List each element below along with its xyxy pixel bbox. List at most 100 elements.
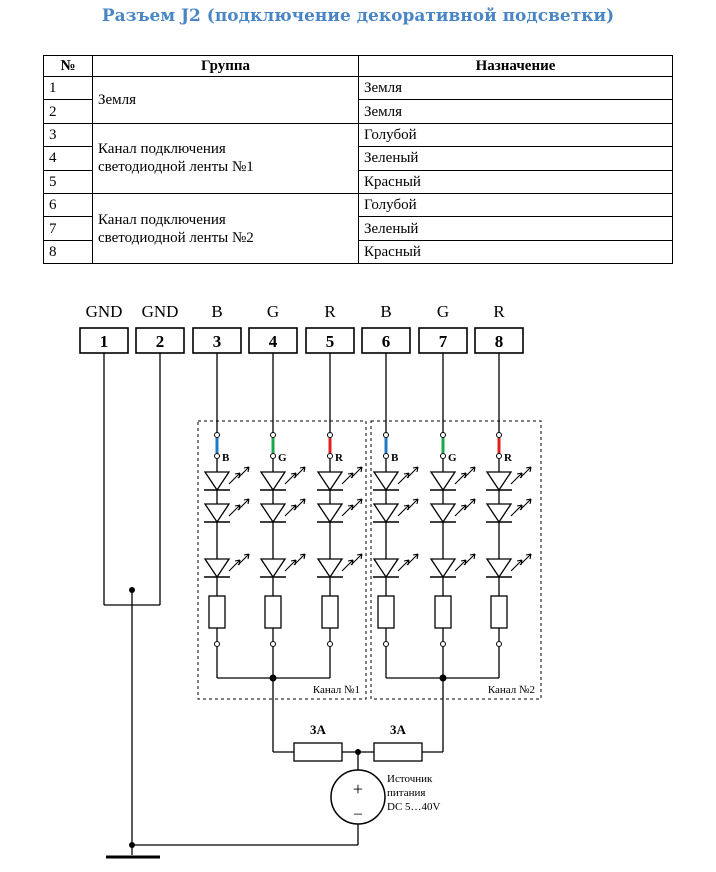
led-diode — [259, 553, 306, 579]
source-label-line2: питания — [387, 787, 425, 799]
pin-purpose: Красный — [358, 239, 673, 265]
group-line1: Канал подключения — [98, 211, 226, 228]
pin-label: R — [493, 302, 505, 321]
plus-sign: + — [353, 779, 363, 799]
terminal — [270, 641, 276, 647]
led-diode — [485, 498, 532, 524]
source-label-line3: DC 5…40V — [387, 801, 441, 813]
led-diode — [259, 466, 306, 492]
pin-box — [474, 327, 524, 354]
pin-purpose: Зеленый — [358, 146, 673, 171]
pin-number: 2 — [43, 99, 93, 124]
led-diode — [316, 498, 363, 524]
pin-number: 6 — [382, 332, 391, 351]
pin-box — [305, 327, 355, 354]
pin-label: GND — [86, 302, 123, 321]
pin-number: 1 — [100, 332, 109, 351]
pin-box — [79, 327, 129, 354]
terminal — [383, 641, 389, 647]
pin-label: R — [324, 302, 336, 321]
pin-purpose: Голубой — [358, 192, 673, 218]
channel-1-label: Канал №1 — [313, 684, 360, 696]
fuse-2 — [373, 742, 423, 762]
pin-number: 3 — [43, 122, 93, 148]
resistor — [208, 595, 226, 629]
led-diode — [203, 466, 250, 492]
led-letter: G — [278, 452, 287, 464]
terminal — [383, 432, 389, 438]
terminal — [496, 641, 502, 647]
led-diode — [372, 466, 419, 492]
pin-box — [248, 327, 298, 354]
fuse-1 — [293, 742, 343, 762]
table-header-row: № Группа Назначение — [43, 55, 673, 77]
pin-number: 2 — [156, 332, 165, 351]
pin-number: 7 — [439, 332, 448, 351]
terminal — [327, 432, 333, 438]
table-row: 1 Земля Земля — [43, 75, 673, 124]
led-letter: R — [335, 452, 344, 464]
channel-1-box — [197, 420, 367, 700]
terminal — [270, 432, 276, 438]
led-diode — [429, 466, 476, 492]
pin-box — [135, 327, 185, 354]
pin-purpose: Красный — [358, 169, 673, 194]
terminal — [214, 453, 220, 459]
resistor — [377, 595, 395, 629]
terminal — [383, 453, 389, 459]
terminal — [496, 432, 502, 438]
table-row: 5 Красный — [43, 169, 673, 194]
terminal — [270, 453, 276, 459]
pin-number: 8 — [43, 239, 93, 265]
led-letter: B — [391, 452, 399, 464]
pin-purpose: Земля — [358, 75, 673, 101]
led-diode — [203, 498, 250, 524]
terminal — [496, 453, 502, 459]
pin-number: 3 — [213, 332, 222, 351]
pin-label: G — [437, 302, 449, 321]
pin-box — [361, 327, 411, 354]
led-diode — [372, 553, 419, 579]
led-diode — [316, 466, 363, 492]
table-row: 7 Зеленый — [43, 216, 673, 241]
table-row: 8 Красный — [43, 239, 673, 265]
led-letter: R — [504, 452, 513, 464]
led-diode — [485, 553, 532, 579]
pin-number: 5 — [43, 169, 93, 194]
channel-2-label: Канал №2 — [488, 684, 535, 696]
resistor — [321, 595, 339, 629]
fuse-2-label: 3А — [390, 722, 407, 737]
led-diode — [203, 553, 250, 579]
resistor — [264, 595, 282, 629]
pin-number: 4 — [43, 146, 93, 171]
fuse-1-label: 3А — [310, 722, 327, 737]
page-title: Разъем J2 (подключение декоративной подс… — [101, 6, 615, 26]
led-diode — [429, 498, 476, 524]
pin-label: B — [211, 302, 222, 321]
led-diode — [429, 553, 476, 579]
led-letter: B — [222, 452, 230, 464]
led-diode — [259, 498, 306, 524]
terminal — [214, 432, 220, 438]
led-letter: G — [448, 452, 457, 464]
pin-number: 4 — [269, 332, 278, 351]
source-label-line1: Источник — [387, 773, 433, 785]
header-group: Группа — [92, 55, 359, 77]
terminal — [440, 453, 446, 459]
connector-table: № Группа Назначение 1 Земля Земля 2 Земл… — [43, 55, 673, 265]
terminal — [440, 641, 446, 647]
terminal — [214, 641, 220, 647]
led-diode — [316, 553, 363, 579]
pin-number: 5 — [326, 332, 335, 351]
minus-sign: – — [353, 805, 363, 822]
led-diode — [372, 498, 419, 524]
led-diode — [485, 466, 532, 492]
resistor — [490, 595, 508, 629]
pin-number: 8 — [495, 332, 504, 351]
group-line2: светодиодной ленты №1 — [98, 159, 254, 176]
pin-label: B — [380, 302, 391, 321]
